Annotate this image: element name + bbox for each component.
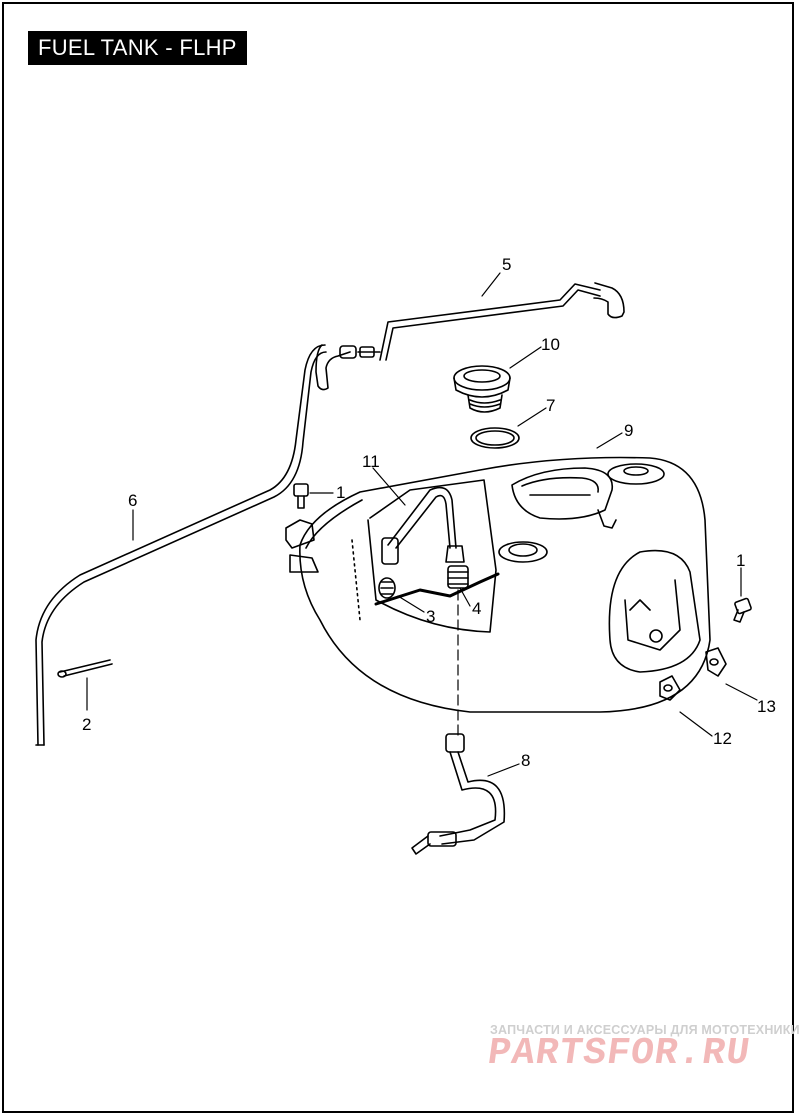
callout-2: 2 bbox=[82, 715, 91, 734]
screw-part-1-right bbox=[733, 597, 752, 623]
callout-1-left: 1 bbox=[336, 483, 345, 502]
fuel-line-part-11 bbox=[381, 486, 465, 565]
callout-8: 8 bbox=[521, 751, 530, 770]
callout-7: 7 bbox=[546, 396, 555, 415]
callout-9: 9 bbox=[624, 421, 633, 440]
grommet-part-12 bbox=[659, 675, 681, 701]
fuel-hose-part-8 bbox=[411, 733, 506, 855]
callout-6: 6 bbox=[128, 491, 137, 510]
callout-13: 13 bbox=[757, 697, 776, 716]
o-ring-part-7 bbox=[470, 427, 520, 449]
callout-5: 5 bbox=[502, 255, 511, 274]
screw-part-1-left bbox=[293, 483, 309, 509]
callout-3: 3 bbox=[426, 607, 435, 626]
vent-tube-part-6 bbox=[35, 344, 327, 746]
callout-1-right: 1 bbox=[736, 551, 745, 570]
callout-4: 4 bbox=[472, 599, 481, 618]
grommet-part-13 bbox=[705, 647, 727, 677]
fuel-tank-part-9 bbox=[285, 456, 711, 713]
callout-10: 10 bbox=[541, 335, 560, 354]
fuel-cap-part-10 bbox=[453, 365, 511, 413]
strainer-part-3 bbox=[378, 577, 396, 599]
valve-part-4 bbox=[447, 565, 469, 741]
cotter-pin-part-2 bbox=[57, 659, 113, 678]
diagram-title: FUEL TANK - FLHP bbox=[28, 31, 247, 65]
callout-11: 11 bbox=[362, 452, 380, 471]
vent-line-part-5 bbox=[315, 282, 625, 391]
watermark-tagline: ЗАПЧАСТИ И АКСЕССУАРЫ ДЛЯ МОТОТЕХНИКИ bbox=[490, 1023, 800, 1037]
watermark-brand: PARTSFOR.RU bbox=[484, 1032, 753, 1075]
callout-12: 12 bbox=[713, 729, 732, 748]
leader-lines bbox=[86, 272, 758, 777]
